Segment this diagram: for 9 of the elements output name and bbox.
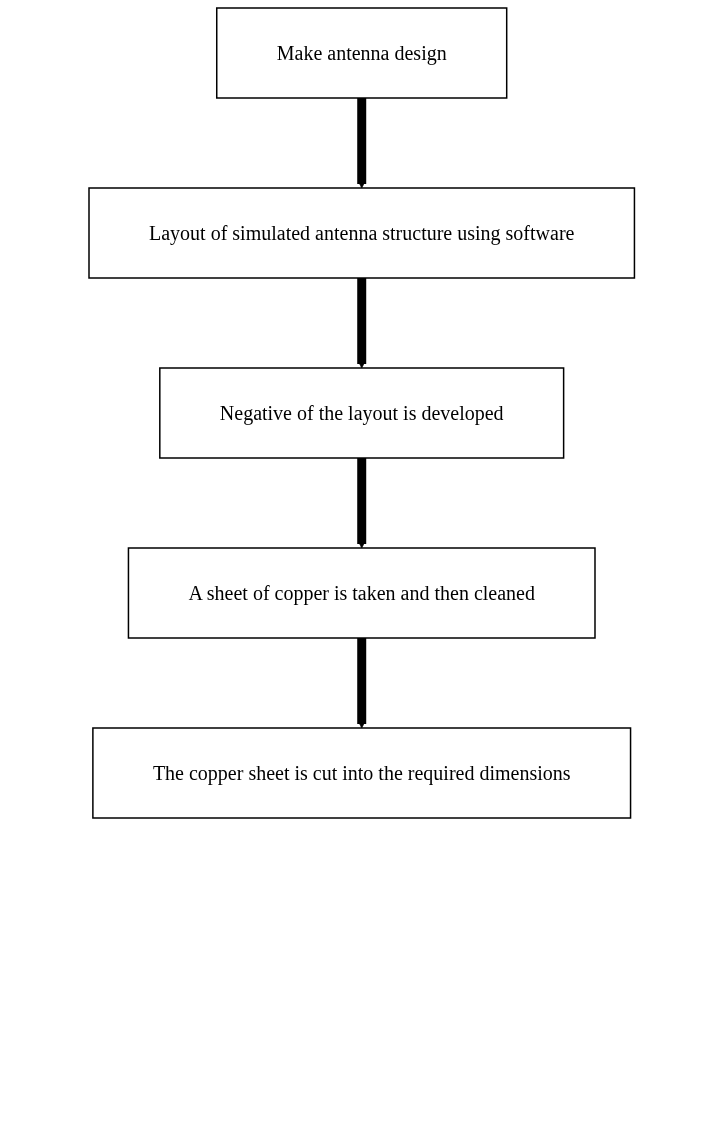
arrow (357, 458, 366, 549)
node-box: Make antenna design (215, 7, 508, 99)
node-box: The copper sheet is cut into the required dimensions (91, 727, 632, 819)
arrow (357, 98, 366, 189)
arrow (357, 278, 366, 369)
arrow (357, 638, 366, 729)
node-box: Layout of simulated antenna structure using software (88, 187, 635, 279)
node-box: Negative of the layout is developed (158, 367, 565, 459)
node-box: A sheet of copper is taken and then cleaned (127, 547, 596, 639)
